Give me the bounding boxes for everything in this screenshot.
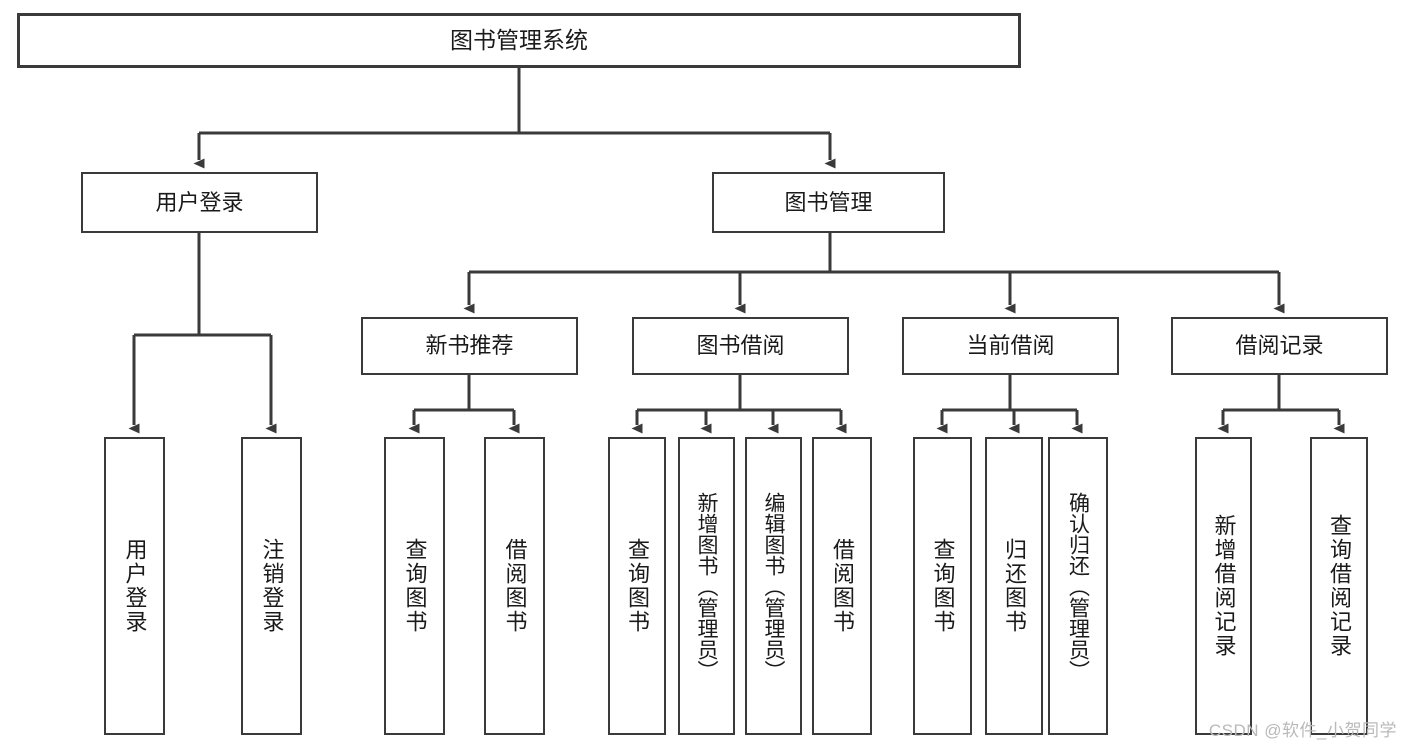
leaf-confirm-return-admin[interactable]: 确认归还（管理员） xyxy=(1048,437,1108,735)
node-label: 注销登录 xyxy=(259,538,285,634)
node-label: 归还图书 xyxy=(1002,538,1027,634)
node-label: 查询图书 xyxy=(625,538,650,634)
leaf-query-book-current[interactable]: 查询图书 xyxy=(913,437,972,735)
node-label: 查询图书 xyxy=(930,538,956,634)
leaf-add-book-admin[interactable]: 新增图书（管理员） xyxy=(678,437,735,735)
node-label: 编辑图书（管理员） xyxy=(762,491,785,681)
node-label: 新增借阅记录 xyxy=(1211,514,1237,658)
node-book-borrow[interactable]: 图书借阅 xyxy=(632,317,849,375)
node-current-borrow[interactable]: 当前借阅 xyxy=(902,317,1119,375)
node-label: 借阅记录 xyxy=(1235,333,1324,359)
leaf-borrow-book[interactable]: 借阅图书 xyxy=(812,437,872,735)
watermark: CSDN @软件_小贺同学 xyxy=(1208,721,1397,740)
node-user-login[interactable]: 用户登录 xyxy=(81,172,318,233)
node-label: 新书推荐 xyxy=(425,333,514,359)
node-label: 图书借阅 xyxy=(696,333,785,359)
node-label: 图书管理系统 xyxy=(450,26,588,53)
leaf-query-book-recommend[interactable]: 查询图书 xyxy=(384,437,445,735)
leaf-add-borrow-record[interactable]: 新增借阅记录 xyxy=(1195,437,1252,735)
leaf-return-book[interactable]: 归还图书 xyxy=(985,437,1043,735)
node-book-management-system[interactable]: 图书管理系统 xyxy=(17,13,1021,68)
leaf-edit-book-admin[interactable]: 编辑图书（管理员） xyxy=(745,437,802,735)
node-label: 借阅图书 xyxy=(830,538,855,634)
node-label: 用户登录 xyxy=(155,189,244,215)
node-borrow-record[interactable]: 借阅记录 xyxy=(1171,317,1388,375)
node-label: 查询借阅记录 xyxy=(1327,514,1352,658)
leaf-borrow-book-recommend[interactable]: 借阅图书 xyxy=(484,437,545,735)
node-label: 图书管理 xyxy=(784,189,873,215)
node-label: 确认归还（管理员） xyxy=(1066,491,1090,681)
node-label: 新增图书（管理员） xyxy=(695,491,718,681)
leaf-query-book-borrow[interactable]: 查询图书 xyxy=(608,437,666,735)
node-label: 当前借阅 xyxy=(966,333,1055,359)
node-label: 借阅图书 xyxy=(502,538,528,634)
leaf-query-borrow-record[interactable]: 查询借阅记录 xyxy=(1310,437,1368,735)
node-label: 用户登录 xyxy=(122,538,148,634)
node-label: 查询图书 xyxy=(402,538,428,634)
node-book-management[interactable]: 图书管理 xyxy=(712,172,945,233)
leaf-user-logout[interactable]: 注销登录 xyxy=(241,437,302,735)
node-new-book-recommend[interactable]: 新书推荐 xyxy=(361,317,578,375)
leaf-user-login[interactable]: 用户登录 xyxy=(104,437,165,735)
